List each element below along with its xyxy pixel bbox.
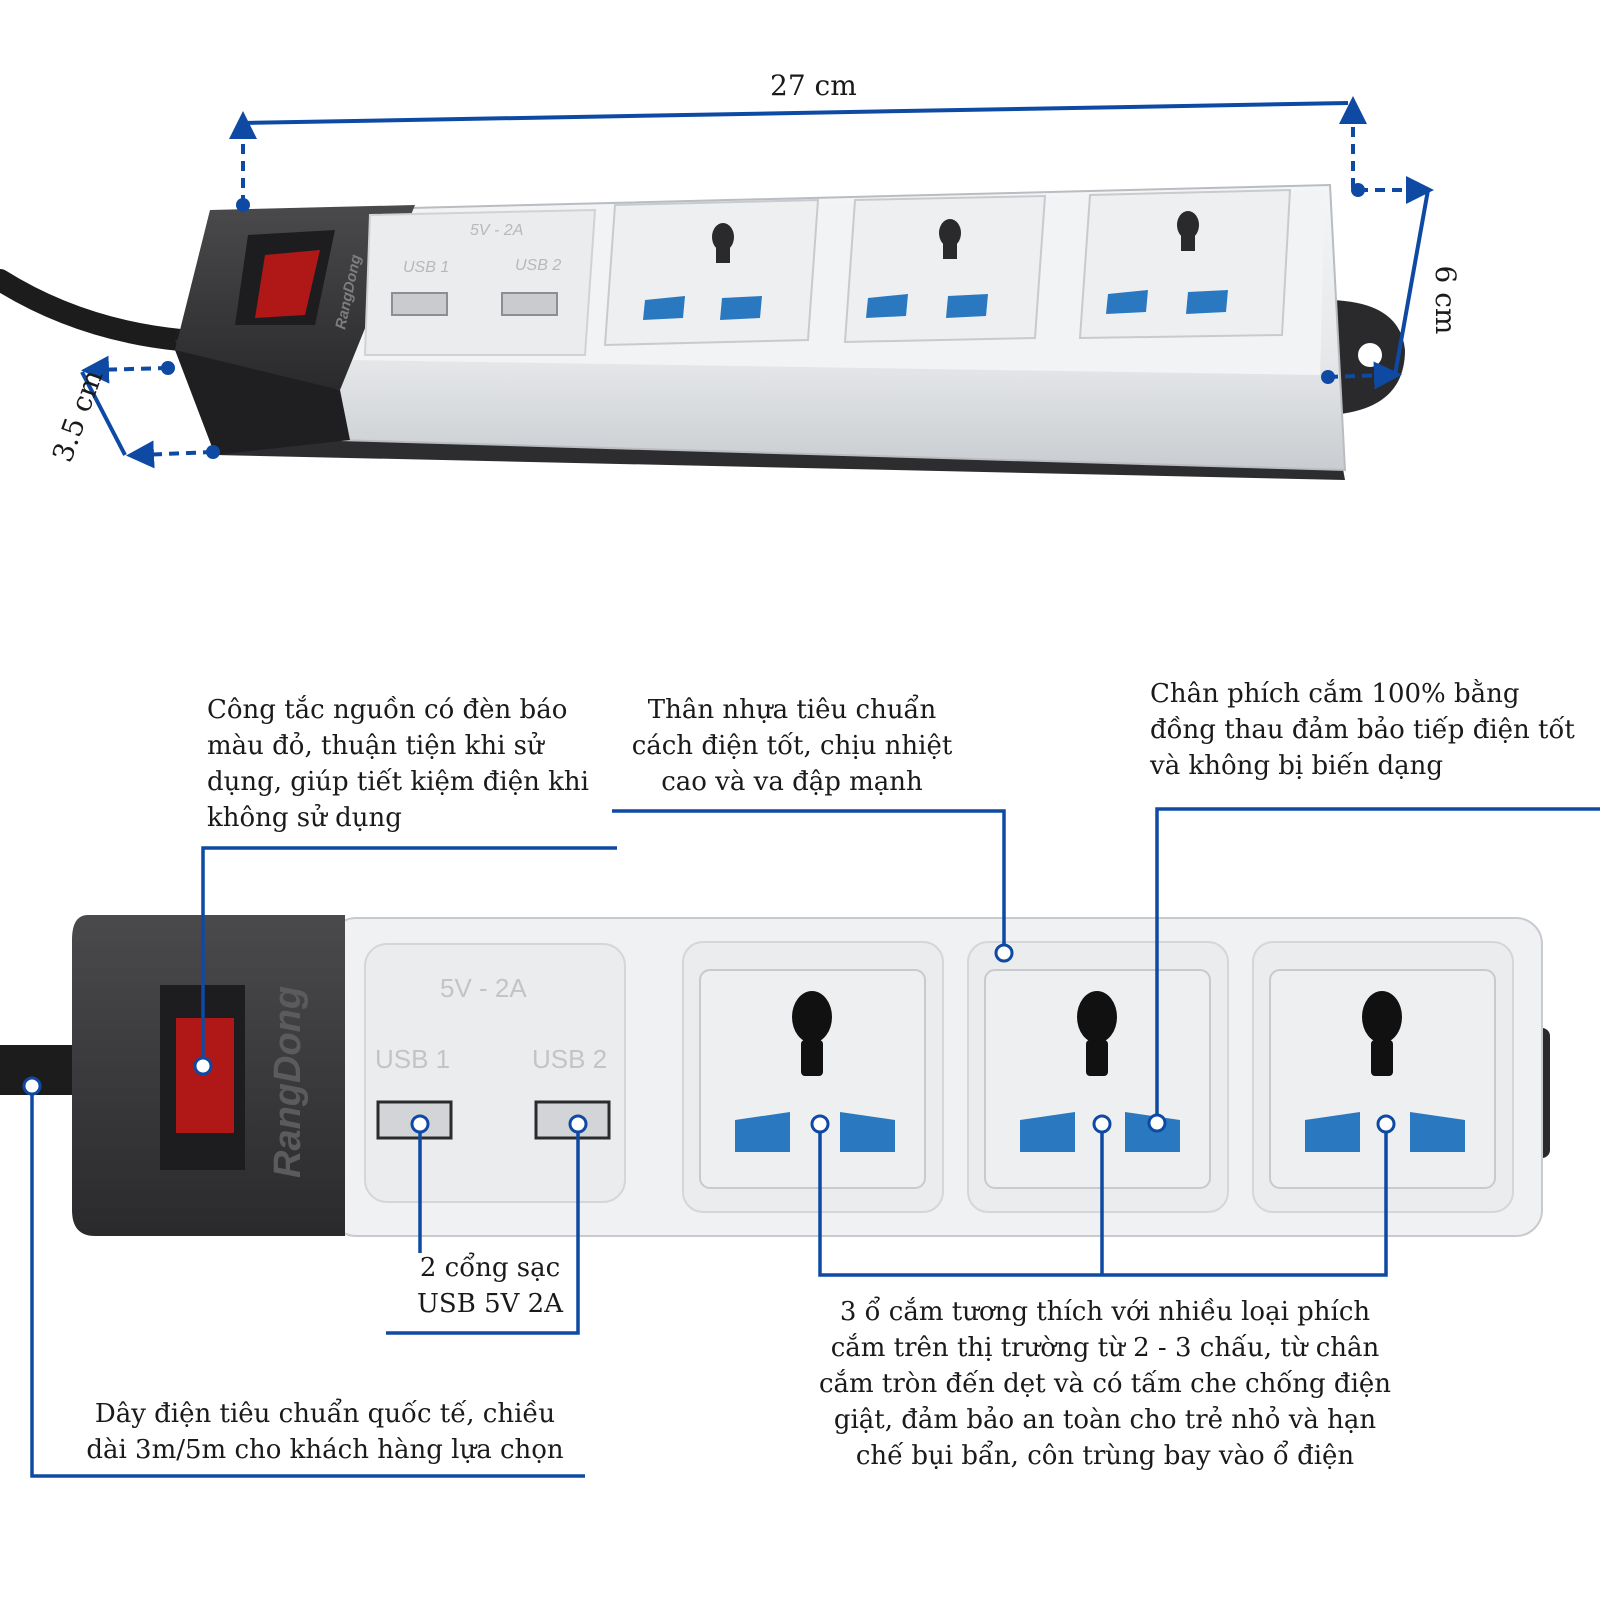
dimension-length	[229, 96, 1367, 212]
usb2-label-front: USB 2	[532, 1044, 607, 1074]
dimension-width	[1321, 176, 1434, 390]
usb-port-1-top[interactable]	[391, 292, 448, 316]
socket-front-2[interactable]	[967, 941, 1229, 1213]
callout-pins: Chân phích cắm 100% bằng đồng thau đảm b…	[1150, 679, 1575, 781]
callout-switch: Công tắc nguồn có đèn báo màu đỏ, thuận …	[207, 695, 589, 833]
usb-port-2-front[interactable]	[534, 1100, 611, 1140]
usb-port-2-top[interactable]	[501, 292, 558, 316]
leader-cord	[30, 1086, 585, 1478]
socket-top-1[interactable]	[603, 198, 820, 347]
callout-dots	[22, 943, 1396, 1134]
usb-rating-top: 5V - 2A	[470, 222, 523, 239]
width-label: 6 cm	[1429, 265, 1462, 335]
usb1-label-top: USB 1	[403, 259, 449, 276]
length-label: 27 cm	[770, 69, 857, 102]
brand-logo-front: RangDong	[267, 986, 309, 1178]
callout-cord: Dây điện tiêu chuẩn quốc tế, chiều dài 3…	[86, 1399, 564, 1465]
leader-pins	[1155, 807, 1600, 1123]
callout-body: Thân nhựa tiêu chuẩn cách điện tốt, chịu…	[631, 695, 953, 797]
power-switch-front[interactable]	[176, 1018, 234, 1133]
usb-port-1-front[interactable]	[376, 1100, 453, 1140]
socket-front-3[interactable]	[1252, 941, 1514, 1213]
callout-lines	[30, 807, 1600, 1478]
usb2-label-top: USB 2	[515, 257, 561, 274]
socket-front-1[interactable]	[682, 941, 944, 1213]
top-view: RangDong 5V - 2A USB 1 USB 2	[0, 96, 1434, 480]
front-view: RangDong 5V - 2A USB 1 USB 2	[0, 915, 1550, 1237]
socket-top-3[interactable]	[1078, 188, 1292, 340]
callout-sockets: 3 ổ cắm tương thích với nhiều loại phích…	[818, 1297, 1392, 1471]
usb1-label-front: USB 1	[375, 1044, 450, 1074]
leader-body	[612, 809, 1006, 953]
power-switch-top[interactable]	[255, 250, 320, 318]
socket-top-2[interactable]	[843, 194, 1047, 344]
leader-usb2	[386, 1124, 580, 1335]
callout-usb: 2 cổng sạc USB 5V 2A	[417, 1253, 563, 1319]
dimension-height	[80, 355, 220, 469]
power-cord-top	[0, 269, 191, 351]
usb-rating-front: 5V - 2A	[440, 973, 527, 1003]
leader-switch	[201, 846, 617, 1066]
